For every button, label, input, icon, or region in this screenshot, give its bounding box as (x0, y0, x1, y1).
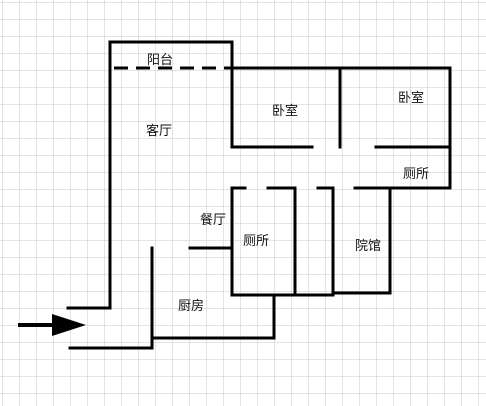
room-label-toilet-center: 厕所 (243, 234, 269, 249)
room-label-kitchen: 厨房 (178, 298, 204, 314)
room-label-courtyard: 院馆 (355, 239, 381, 254)
room-label-bedroom-1: 卧室 (272, 103, 298, 119)
walls (66, 40, 452, 350)
room-label-balcony: 阳台 (147, 53, 173, 68)
room-label-toilet-right: 厕所 (403, 167, 429, 182)
room-label-bedroom-2: 卧室 (398, 90, 424, 106)
entrance-arrow-icon (18, 314, 86, 336)
room-label-dining-room: 餐厅 (200, 212, 226, 228)
room-label-living-room: 客厅 (146, 123, 172, 139)
